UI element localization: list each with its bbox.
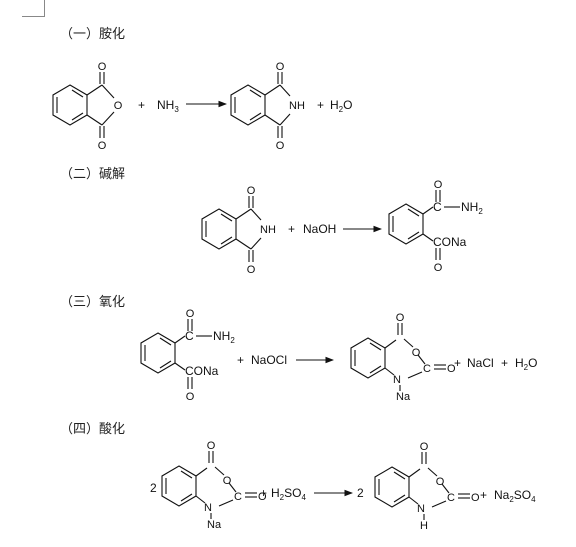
plus-sign: + (501, 356, 508, 370)
anhydride-carbonyl-o-top: O (98, 61, 107, 73)
ring-carbon: C (423, 363, 431, 375)
imide-nh: NH (260, 224, 276, 236)
carboxylate-sodium: CONa (433, 235, 467, 249)
carbonyl-o-top: O (207, 440, 216, 452)
sodium-on-nitrogen: Na (207, 519, 222, 531)
imide-carbonyl-o-bottom: O (276, 140, 285, 152)
imide-nh: NH (289, 100, 305, 112)
ammonia-formula: NH3 (157, 98, 179, 114)
sodium-on-nitrogen: Na (396, 391, 411, 403)
plus-sign: + (317, 98, 324, 112)
carbonyl-o-right: O (447, 363, 456, 375)
water-formula: H2O (330, 98, 352, 114)
stoichiometric-coefficient: 2 (357, 486, 364, 500)
ring-nitrogen: N (393, 374, 401, 386)
ring-oxygen: O (436, 476, 445, 488)
section-title-oxidation: （三）氧化 (60, 295, 126, 310)
phthalic-anhydride: O O O (52, 61, 123, 152)
carbonyl-o-right: O (471, 492, 480, 504)
ring-nitrogen: N (204, 502, 212, 514)
sodium-sulfate: Na2SO4 (494, 488, 536, 504)
plus-sign: + (454, 356, 461, 370)
phthalamate-sodium-reactant: O C NH2 CONa O (140, 308, 235, 403)
hydrogen-on-nitrogen: H (420, 520, 428, 532)
isatoic-anhydride: O O C O N H (374, 441, 480, 532)
crop-mark (22, 0, 45, 17)
ring-carbon: C (447, 492, 455, 504)
section-title-alkaline-hydrolysis: （二）碱解 (60, 167, 126, 182)
carboxylate-sodium: CONa (185, 364, 219, 378)
sodium-hypochlorite: NaOCl (251, 353, 287, 367)
water-formula: H2O (515, 356, 537, 372)
amide-carbonyl-o: O (434, 179, 443, 191)
amide-carbon: C (433, 200, 442, 214)
plus-sign: + (288, 222, 295, 236)
imide-carbonyl-o-bottom: O (247, 264, 256, 276)
isatoic-anhydride-sodium: O O C O N Na (350, 312, 456, 403)
plus-sign: + (237, 353, 244, 367)
section-title-acidification: （四）酸化 (60, 422, 126, 437)
imide-carbonyl-o-top: O (276, 61, 285, 73)
anhydride-ring-o: O (114, 100, 123, 112)
ring-nitrogen: N (417, 503, 425, 515)
ring-carbon: C (234, 491, 242, 503)
section-title-amination: （一）胺化 (60, 27, 126, 42)
sodium-chloride: NaCl (467, 356, 494, 370)
amide-carbonyl-o: O (186, 308, 195, 320)
carboxylate-o: O (434, 262, 443, 274)
stoichiometric-coefficient: 2 (150, 481, 157, 495)
phthalimide-reactant: O NH O (201, 185, 276, 276)
amide-carbon: C (185, 329, 194, 343)
sulfuric-acid: H2SO4 (271, 486, 306, 502)
phthalamate-sodium: O C NH2 CONa O (388, 179, 483, 274)
phthalimide: O NH O (230, 61, 305, 152)
plus-sign: + (480, 488, 487, 502)
imide-carbonyl-o-top: O (247, 185, 256, 197)
ring-oxygen: O (223, 475, 232, 487)
plus-sign: + (260, 486, 267, 500)
carboxylate-o: O (186, 391, 195, 403)
amide-nh2: NH2 (461, 200, 483, 216)
carbonyl-o-top: O (396, 312, 405, 324)
ring-oxygen: O (412, 347, 421, 359)
plus-sign: + (138, 98, 145, 112)
carbonyl-o-right: O (258, 491, 267, 503)
isatoic-anhydride-sodium-reactant: O O C O N Na (161, 440, 267, 531)
amide-nh2: NH2 (213, 329, 235, 345)
anhydride-carbonyl-o-bottom: O (98, 140, 107, 152)
sodium-hydroxide: NaOH (303, 222, 336, 236)
carbonyl-o-top: O (420, 441, 429, 453)
